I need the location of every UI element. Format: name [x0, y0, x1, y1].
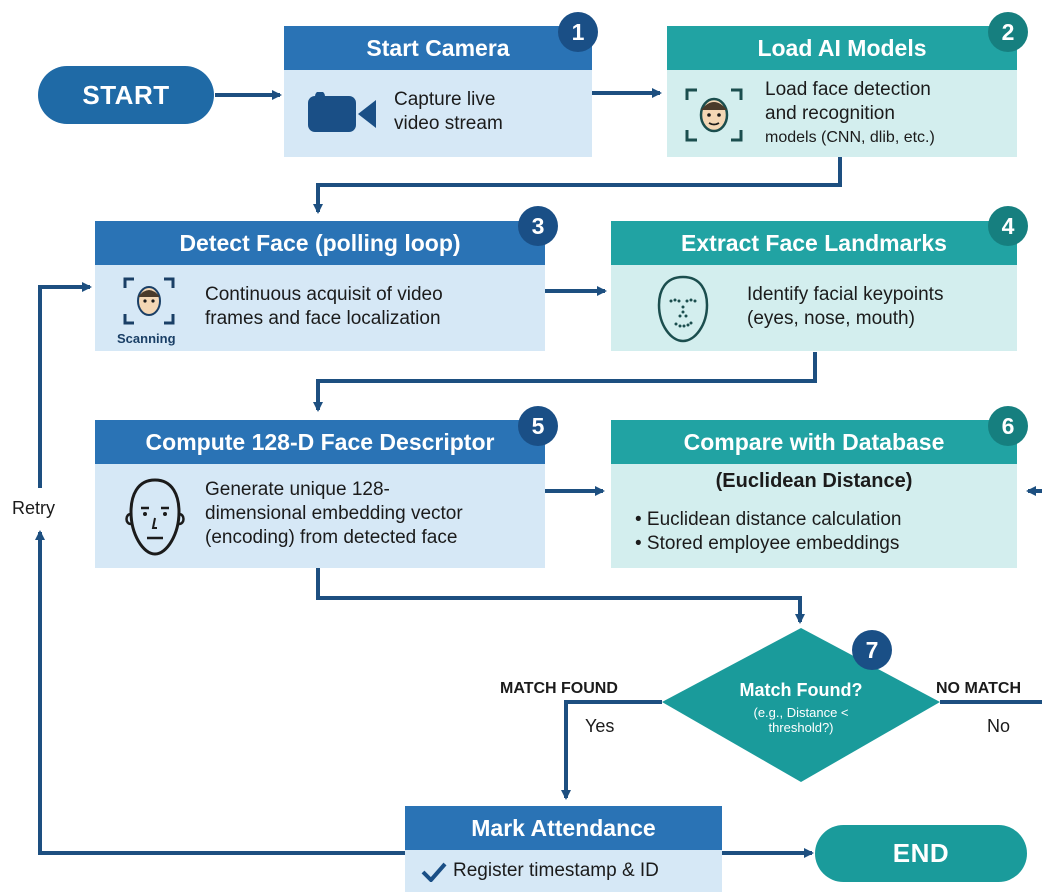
- step-line: dimensional embedding vector: [205, 503, 463, 524]
- video-camera-icon: [308, 92, 376, 132]
- step-detect-face: Detect Face (polling loop) Scanning Cont…: [95, 221, 545, 351]
- arrow-retry-upper: [38, 282, 92, 488]
- end-terminal: END: [815, 825, 1027, 882]
- yes-label: Yes: [585, 716, 615, 736]
- step-title: Extract Face Landmarks: [611, 221, 1017, 265]
- face-scan-icon: [123, 277, 175, 325]
- mark-attendance-box: Mark Attendance Register timestamp & ID: [405, 806, 722, 892]
- step-number-badge: 7: [852, 630, 892, 670]
- face-outline-icon: [125, 478, 185, 556]
- step-line: Identify facial keypoints: [747, 284, 944, 305]
- step-title: Load AI Models: [667, 26, 1017, 70]
- step-compare-database: Compare with Database (Euclidean Distanc…: [611, 420, 1017, 568]
- start-terminal: START: [38, 66, 214, 124]
- attendance-line: Register timestamp & ID: [453, 860, 659, 881]
- step-number-badge: 3: [518, 206, 558, 246]
- decision-text: Match Found? (e.g., Distance < threshold…: [700, 680, 902, 735]
- step-compute-descriptor: Compute 128-D Face Descriptor Generate u…: [95, 420, 545, 568]
- step-number-badge: 1: [558, 12, 598, 52]
- step-line: Capture live: [394, 89, 496, 110]
- attendance-title: Mark Attendance: [405, 806, 722, 850]
- arrow-descriptor-to-decision: [316, 568, 805, 624]
- step-subtitle: (Euclidean Distance): [715, 470, 913, 492]
- step-title: Detect Face (polling loop): [95, 221, 545, 265]
- arrow-retry-lower: [35, 530, 405, 855]
- step-number-badge: 5: [518, 406, 558, 446]
- match-found-label: MATCH FOUND: [500, 680, 618, 697]
- decision-line: threshold?): [768, 720, 834, 735]
- arrow-decision-match: [561, 700, 662, 800]
- step-title: Compute 128-D Face Descriptor: [95, 420, 545, 464]
- step-line: video stream: [394, 113, 503, 134]
- step-line: Generate unique 128-: [205, 479, 390, 500]
- step-line: (encoding) from detected face: [205, 527, 458, 548]
- step-number-badge: 6: [988, 406, 1028, 446]
- step-line: Continuous acquisit of video: [205, 284, 443, 305]
- face-landmarks-icon: [657, 275, 709, 343]
- step-title: Start Camera: [284, 26, 592, 70]
- step-number-badge: 2: [988, 12, 1028, 52]
- arrow-landmarks-to-descriptor: [313, 352, 817, 412]
- face-scan-icon: [685, 88, 743, 142]
- bullet-item: • Euclidean distance calculation: [635, 509, 902, 530]
- step-line: and recognition: [765, 103, 895, 124]
- step-start-camera: Start Camera Capture live video stream: [284, 26, 592, 157]
- step-line: models (CNN, dlib, etc.): [765, 129, 935, 146]
- arrow-models-to-detect: [313, 157, 842, 214]
- step-number-badge: 4: [988, 206, 1028, 246]
- no-match-label: NO MATCH: [936, 680, 1022, 697]
- step-load-models: Load AI Models Load face detection and r…: [667, 26, 1017, 157]
- end-label: END: [892, 838, 950, 868]
- decision-line: (e.g., Distance <: [753, 705, 849, 720]
- step-extract-landmarks: Extract Face Landmarks Identify facial k…: [611, 221, 1017, 351]
- no-label: No: [987, 716, 1011, 736]
- step-line: Load face detection: [765, 79, 931, 100]
- step-title: Compare with Database: [611, 420, 1017, 464]
- step-line: frames and face localization: [205, 308, 441, 329]
- bullet-item: • Stored employee embeddings: [635, 533, 900, 554]
- retry-label: Retry: [12, 498, 56, 518]
- start-label: START: [82, 79, 170, 110]
- step-line: (eyes, nose, mouth): [747, 308, 915, 329]
- scanning-caption: Scanning: [117, 331, 176, 346]
- decision-title: Match Found?: [739, 680, 863, 700]
- checkmark-icon: [421, 862, 447, 882]
